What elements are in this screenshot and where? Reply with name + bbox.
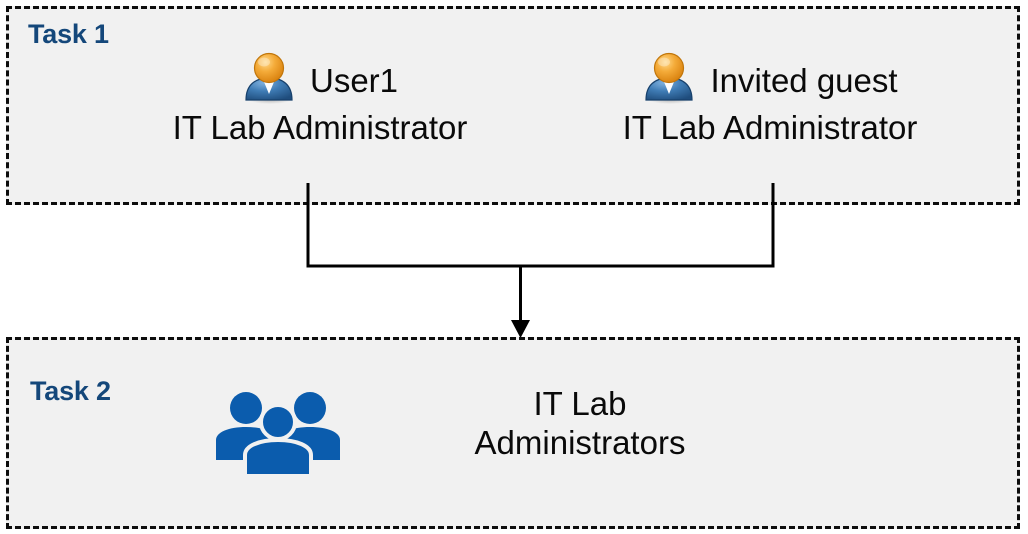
task-2-container — [6, 337, 1020, 529]
person-user1-header: User1 — [130, 52, 510, 108]
user-icon — [642, 52, 696, 109]
group-name-line-2: Administrators — [474, 423, 686, 461]
person-user1: User1 IT Lab Administrator — [130, 52, 510, 146]
person-invited-guest-name: Invited guest — [710, 61, 898, 99]
user-group-icon — [213, 388, 343, 483]
task-1-label: Task 1 — [28, 19, 109, 49]
person-user1-name: User1 — [309, 61, 399, 99]
user-icon — [242, 52, 296, 109]
group-name-line-1: IT Lab — [533, 385, 627, 422]
task-2-label: Task 2 — [30, 376, 111, 406]
task-1-container — [6, 6, 1020, 205]
person-invited-guest: Invited guest IT Lab Administrator — [560, 52, 980, 146]
person-invited-guest-header: Invited guest — [560, 52, 980, 108]
group-name: IT Lab Administrators — [380, 385, 780, 463]
person-user1-role: IT Lab Administrator — [172, 109, 468, 146]
person-invited-guest-role: IT Lab Administrator — [622, 109, 918, 146]
